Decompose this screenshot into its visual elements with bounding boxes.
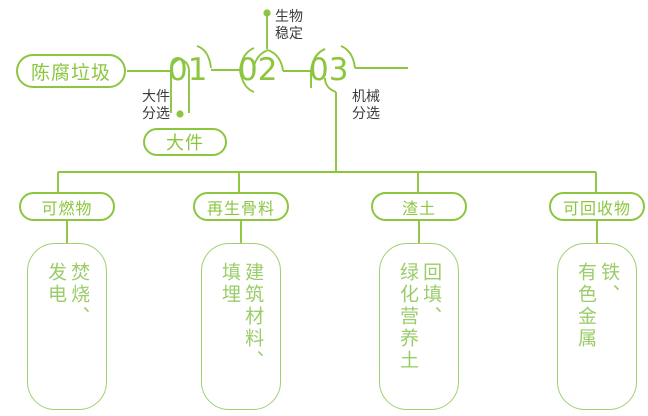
step1-output-pill[interactable]: 大件 <box>143 128 227 156</box>
arc-02-upleft <box>252 49 269 72</box>
outcome-box-4[interactable]: 铁、 有色金属 <box>557 243 637 410</box>
arc-03-right <box>340 45 356 69</box>
arc-03-underleft <box>310 48 326 88</box>
category-pill-4-label: 可回收物 <box>562 200 631 218</box>
outcome-box-4-line-2: 有色金属 <box>575 262 596 350</box>
outcome-box-2-line-2: 填埋 <box>219 262 240 306</box>
category-pill-3-label: 渣土 <box>401 200 436 218</box>
arc-03-under <box>324 77 337 93</box>
category-pill-4[interactable]: 可回收物 <box>549 192 645 221</box>
outcome-box-2-line-1: 建筑材料、 <box>242 262 264 372</box>
step-number-01: 01 <box>168 52 208 88</box>
outcome-box-3-line-2: 绿化营养土 <box>397 262 418 372</box>
outcome-box-4-line-1: 铁、 <box>598 262 620 306</box>
arc-02-left <box>239 47 255 71</box>
dot-02-branch <box>263 9 271 17</box>
source-pill[interactable]: 陈腐垃圾 <box>16 54 126 88</box>
outcome-box-3-line-1: 回填、 <box>420 262 442 328</box>
step-label-02: 生物 稳定 <box>275 8 303 41</box>
source-pill-label: 陈腐垃圾 <box>30 62 111 84</box>
step-number-03: 03 <box>309 52 349 88</box>
outcome-box-1-line-2: 发电 <box>45 262 66 306</box>
step-label-03: 机械 分选 <box>352 88 380 121</box>
wire-01-branch-down <box>170 58 181 113</box>
category-pill-3[interactable]: 渣土 <box>371 192 467 221</box>
wire-01-drop <box>179 58 190 113</box>
category-pill-2[interactable]: 再生骨料 <box>193 192 289 221</box>
outcome-box-2[interactable]: 建筑材料、 填埋 <box>201 243 281 410</box>
category-pill-1[interactable]: 可燃物 <box>19 192 115 221</box>
step-number-02: 02 <box>238 52 278 88</box>
arc-02-right <box>267 49 284 72</box>
category-pill-2-label: 再生骨料 <box>206 200 275 218</box>
step1-output-label: 大件 <box>166 133 204 153</box>
dot-01-branch <box>176 110 184 118</box>
arc-02-under <box>239 70 255 93</box>
outcome-box-3[interactable]: 回填、 绿化营养土 <box>379 243 459 410</box>
outcome-box-1[interactable]: 焚烧、 发电 <box>27 243 107 410</box>
category-pill-1-label: 可燃物 <box>41 200 93 218</box>
step-label-01: 大件 分选 <box>142 88 170 121</box>
arc-01-right <box>196 45 212 69</box>
outcome-box-1-line-1: 焚烧、 <box>68 262 90 328</box>
